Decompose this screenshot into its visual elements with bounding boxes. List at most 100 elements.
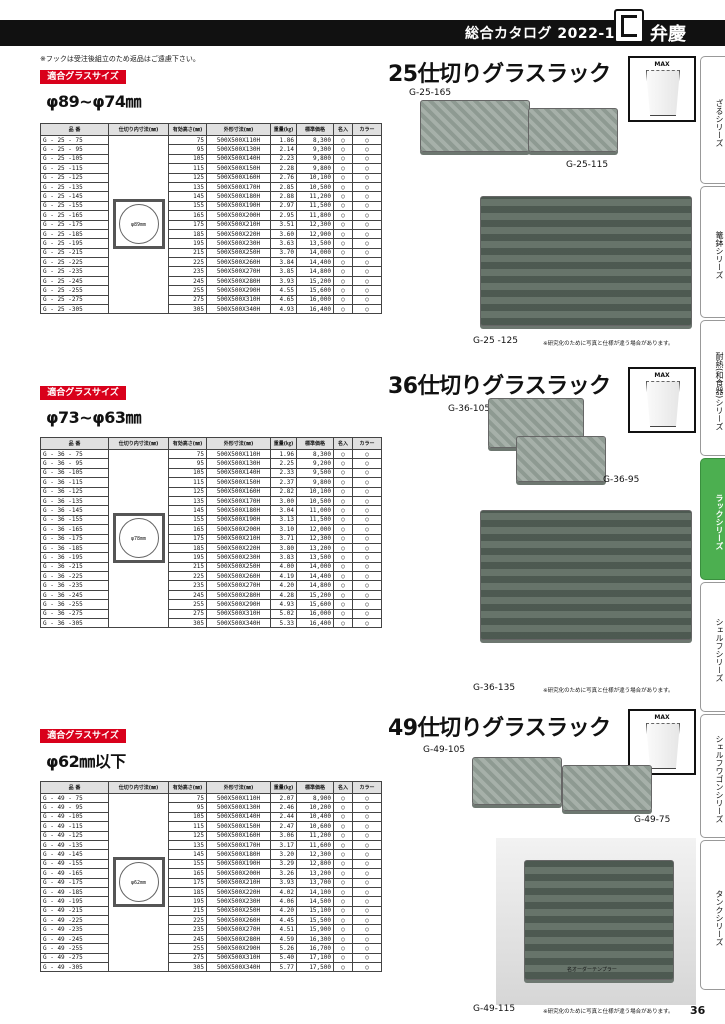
side-tab-shelf-wagon-series[interactable]: シェルフワゴンシリーズ — [700, 714, 725, 838]
price-cell: 8,300 — [296, 134, 334, 146]
name-print-cell: ○ — [333, 839, 353, 851]
price-cell: 15,200 — [296, 275, 334, 287]
outer-dimensions-cell: 500X500X280H — [206, 933, 271, 945]
column-header-partition: 仕切り内寸法(㎜) — [108, 123, 169, 136]
side-tab-shelf-series[interactable]: シェルフシリーズ — [700, 582, 725, 712]
name-print-cell: ○ — [333, 219, 353, 230]
side-tab-rack-series[interactable]: ラックシリーズ — [700, 458, 725, 580]
color-option-cell: ○ — [352, 877, 382, 888]
effective-height-cell: 275 — [168, 294, 207, 306]
side-tab-tank-series[interactable]: タンクシリーズ — [700, 840, 725, 990]
column-header-model: 品 番 — [40, 123, 109, 136]
max-label: MAX — [654, 61, 670, 68]
color-option-cell: ○ — [352, 552, 382, 563]
model-number-cell: G - 49 - 75 — [40, 792, 109, 804]
color-option-cell: ○ — [352, 247, 382, 259]
model-number-cell: G - 36 -305 — [40, 618, 109, 629]
partition-diagram-cell: φ78mm — [108, 448, 169, 629]
outer-dimensions-cell: 500X500X170H — [206, 495, 271, 507]
color-option-cell: ○ — [352, 589, 382, 601]
effective-height-cell: 175 — [168, 877, 207, 888]
glass-max-box-49: MAX — [628, 709, 696, 775]
model-number-cell: G - 49 -155 — [40, 858, 109, 870]
column-header-partition: 仕切り内寸法(㎜) — [108, 437, 169, 450]
outer-dimensions-cell: 500X500X110H — [206, 134, 271, 146]
name-print-cell: ○ — [333, 448, 353, 460]
model-number-cell: G - 25 -215 — [40, 247, 109, 259]
effective-height-cell: 105 — [168, 153, 207, 165]
weight-cell: 5.77 — [270, 962, 297, 973]
effective-height-cell: 95 — [168, 458, 207, 469]
model-number-cell: G - 25 -135 — [40, 181, 109, 193]
outer-dimensions-cell: 500X500X190H — [206, 200, 271, 212]
outer-dimensions-cell: 500X500X160H — [206, 830, 271, 841]
brand-logo-icon — [614, 9, 644, 43]
model-number-cell: G - 49 -235 — [40, 924, 109, 935]
weight-cell: 4.28 — [270, 589, 297, 601]
model-number-cell: G - 49 -115 — [40, 821, 109, 832]
color-option-cell: ○ — [352, 210, 382, 221]
column-header-name-print: 名入 — [333, 437, 353, 450]
column-header-effective-height: 有効高さ(㎜) — [168, 437, 207, 450]
side-tab-zaru-series[interactable]: ざるシリーズ — [700, 56, 725, 184]
color-option-cell: ○ — [352, 839, 382, 851]
effective-height-cell: 115 — [168, 163, 207, 174]
outer-dimensions-cell: 500X500X290H — [206, 943, 271, 954]
color-option-cell: ○ — [352, 257, 382, 268]
column-header-weight: 重量(㎏) — [270, 123, 297, 136]
column-header-effective-height: 有効高さ(㎜) — [168, 781, 207, 794]
outer-dimensions-cell: 500X500X180H — [206, 505, 271, 516]
size-label-25: 適合グラスサイズ — [40, 70, 126, 84]
name-print-cell: ○ — [333, 580, 353, 591]
weight-cell: 4.65 — [270, 294, 297, 306]
color-option-cell: ○ — [352, 915, 382, 926]
model-number-cell: G - 36 -155 — [40, 514, 109, 526]
price-cell: 13,200 — [296, 542, 334, 554]
column-header-weight: 重量(㎏) — [270, 781, 297, 794]
effective-height-cell: 135 — [168, 839, 207, 851]
model-number-cell: G - 36 -165 — [40, 524, 109, 535]
price-cell: 17,100 — [296, 952, 334, 964]
model-number-cell: G - 25 -125 — [40, 172, 109, 183]
rack-image — [516, 436, 606, 482]
weight-cell: 3.84 — [270, 257, 297, 268]
model-number-cell: G - 49 -145 — [40, 849, 109, 860]
side-tab-kago-series[interactable]: 篭鉢シリーズ — [700, 186, 725, 318]
rack-image — [420, 100, 530, 152]
effective-height-cell: 195 — [168, 552, 207, 563]
name-print-cell: ○ — [333, 618, 353, 629]
weight-cell: 2.76 — [270, 172, 297, 183]
side-tab-heat-resistant-series[interactable]: 耐熱(和食器)シリーズ — [700, 320, 725, 456]
price-cell: 14,400 — [296, 257, 334, 268]
model-number-cell: G - 36 -195 — [40, 552, 109, 563]
outer-dimensions-cell: 500X500X340H — [206, 618, 271, 629]
effective-height-cell: 75 — [168, 448, 207, 460]
weight-cell: 2.97 — [270, 200, 297, 212]
price-cell: 13,500 — [296, 552, 334, 563]
weight-cell: 4.06 — [270, 896, 297, 907]
weight-cell: 2.47 — [270, 821, 297, 832]
name-print-cell: ○ — [333, 542, 353, 554]
price-cell: 10,600 — [296, 821, 334, 832]
effective-height-cell: 115 — [168, 821, 207, 832]
photo-note: ※研究化のために写真と仕様が違う場合があります。 — [543, 1009, 674, 1015]
model-number-cell: G - 36 -215 — [40, 561, 109, 573]
column-header-price: 標準価格 — [296, 437, 334, 450]
weight-cell: 2.85 — [270, 181, 297, 193]
price-cell: 17,500 — [296, 962, 334, 973]
photo-label: G-36-95 — [603, 475, 640, 485]
name-print-cell: ○ — [333, 266, 353, 277]
price-cell: 12,000 — [296, 524, 334, 535]
